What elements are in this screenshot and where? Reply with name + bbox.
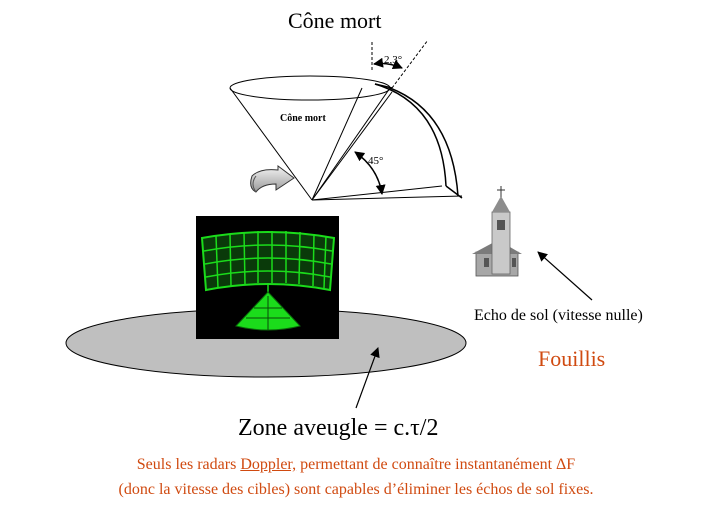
- page-title: Cône mort: [288, 8, 382, 33]
- rotation-arrow-icon: [250, 165, 295, 193]
- radar-antenna-icon: [196, 216, 339, 339]
- note-line-1: Seuls les radars Doppler, permettant de …: [0, 456, 712, 474]
- note-line-2: (donc la vitesse des cibles) sont capabl…: [118, 481, 594, 498]
- zone-arrow: [355, 347, 380, 409]
- echo-arrow: [537, 251, 593, 301]
- dead-cone: [229, 39, 463, 201]
- cone-inner-label: Cône mort: [280, 113, 326, 124]
- church-icon: [472, 186, 522, 277]
- note-line-1-prefix: Seuls les radars: [136, 456, 241, 473]
- blind-zone-label: Zone aveugle = c.τ/2: [238, 415, 439, 441]
- angle-small-label: 2,3°: [384, 54, 402, 66]
- echo-label: Echo de sol (vitesse nulle): [474, 307, 643, 324]
- fouillis-label: Fouillis: [538, 346, 606, 371]
- angle-large-label: 45°: [368, 155, 383, 167]
- note-line-1-suffix: permettant de connaître instantanément Δ…: [296, 456, 576, 473]
- doppler-link: Doppler,: [240, 456, 297, 473]
